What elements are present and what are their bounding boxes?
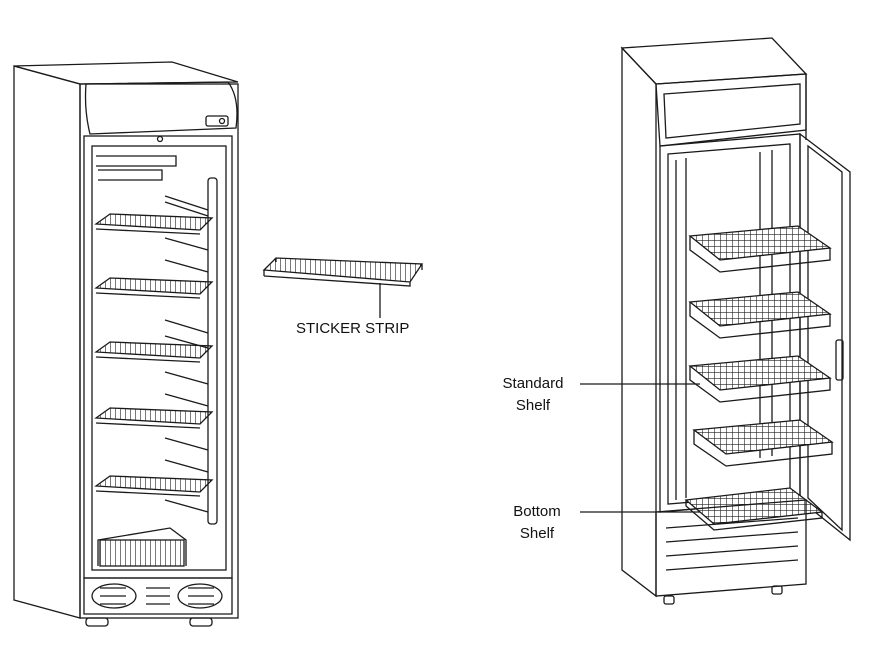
bottom-shelf <box>684 487 824 531</box>
open-door <box>799 132 851 542</box>
left-cooler <box>13 61 239 627</box>
canopy-header <box>84 81 238 135</box>
shelf-detail <box>262 257 424 318</box>
bottom-shelf-label-line2: Shelf <box>519 525 555 542</box>
bottom-shelf-label-line1: Bottom <box>513 503 561 520</box>
bottom-crate <box>97 527 187 567</box>
left-shelf-5 <box>94 475 214 497</box>
standard-shelf-2 <box>688 291 832 339</box>
standard-shelf-4 <box>692 419 834 467</box>
right-cooler <box>580 37 851 605</box>
base-grille <box>83 577 233 615</box>
standard-shelf-label-line1: Standard <box>502 375 564 392</box>
sticker-strip-label: STICKER STRIP <box>296 320 410 337</box>
left-shelf-4 <box>94 407 214 429</box>
left-shelf-1 <box>94 213 214 235</box>
right-canopy-header <box>655 73 807 147</box>
left-shelf-2 <box>94 277 214 299</box>
right-base-grille <box>655 499 807 597</box>
standard-shelf-3 <box>688 355 832 403</box>
standard-shelf-1 <box>688 225 832 273</box>
standard-shelf-label-line2: Shelf <box>515 397 551 414</box>
left-shelf-3 <box>94 341 214 363</box>
